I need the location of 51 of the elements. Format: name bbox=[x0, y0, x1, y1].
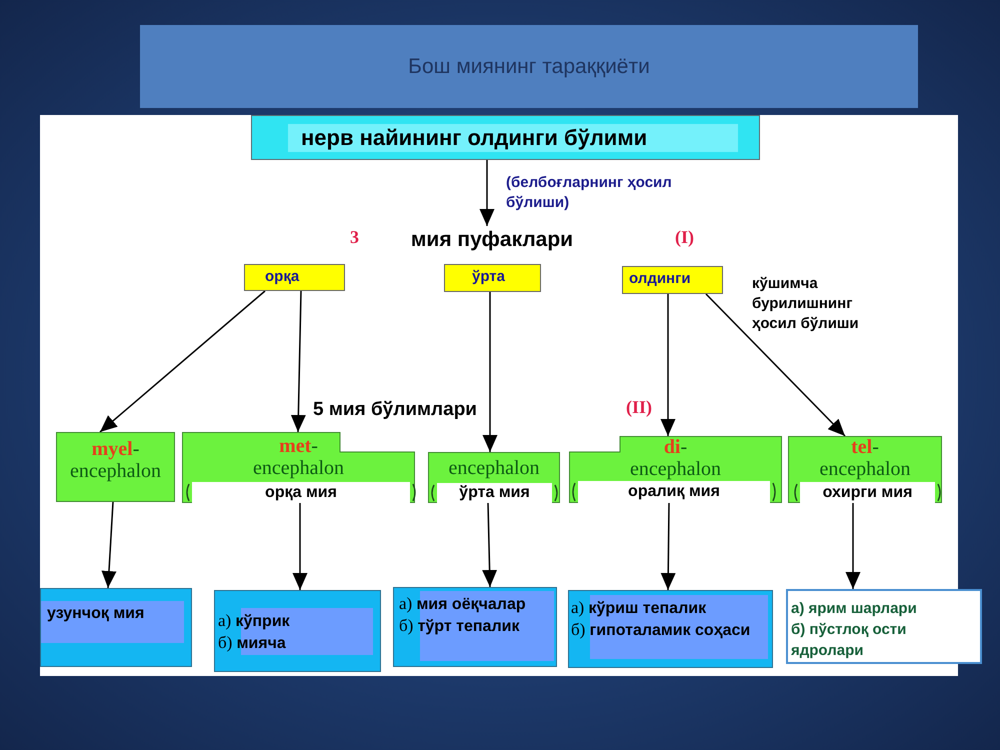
brain-division-box bbox=[428, 452, 560, 503]
list-item-text: б) мияча bbox=[218, 632, 286, 654]
list-item-text: б) пўстлоқ ости ядролари bbox=[791, 620, 908, 661]
structure-box bbox=[40, 588, 192, 667]
number-label: (I) bbox=[675, 227, 694, 248]
translation-label: оралиқ мия bbox=[627, 482, 721, 502]
arrow bbox=[660, 503, 676, 590]
arrow bbox=[482, 292, 498, 452]
number-label: 3 bbox=[350, 227, 359, 248]
vesicle-box bbox=[444, 264, 541, 292]
arrow bbox=[480, 160, 494, 226]
brain-division-box bbox=[56, 432, 175, 502]
brain-division-box bbox=[788, 436, 942, 503]
list-item-text: а) ярим шарлари bbox=[791, 599, 917, 619]
arrow bbox=[846, 503, 860, 589]
box-label: ўрта bbox=[472, 268, 505, 286]
structure-box bbox=[393, 587, 557, 667]
list-item-text: б) гипоталамик соҳаси bbox=[571, 619, 750, 641]
brain-division-box bbox=[182, 432, 415, 503]
box-label: нерв найининг олдинги бўлими bbox=[301, 124, 648, 152]
structure-box bbox=[786, 589, 982, 664]
structure-box bbox=[568, 590, 773, 668]
box-label: олдинги bbox=[629, 270, 691, 288]
term-label: di- encephalon bbox=[630, 436, 722, 480]
arrow bbox=[292, 503, 308, 590]
term-label: encephalon bbox=[448, 457, 540, 479]
arrow bbox=[482, 502, 498, 588]
translation-label: орқа мия bbox=[264, 483, 338, 503]
arrow bbox=[102, 502, 116, 588]
structure-box bbox=[214, 590, 381, 672]
arrow bbox=[290, 290, 306, 432]
box-label: узунчоқ мия bbox=[47, 604, 144, 624]
number-label: (II) bbox=[626, 397, 652, 418]
vesicle-box bbox=[622, 266, 723, 294]
list-item-text: а) мия оёқчалар bbox=[399, 593, 526, 615]
term-label: myel- encephalon bbox=[70, 438, 162, 482]
arrow bbox=[100, 290, 266, 433]
section-box bbox=[251, 115, 760, 160]
term-label: met- encephalon bbox=[252, 435, 344, 479]
term-label: tel- encephalon bbox=[819, 436, 911, 480]
title-text: Бош миянинг тараққиёти bbox=[408, 54, 650, 78]
list-item-text: а) кўприк bbox=[218, 610, 290, 632]
list-item-text: б) тўрт тепалик bbox=[399, 615, 520, 637]
arrow bbox=[660, 294, 676, 436]
translation-label: ўрта мия bbox=[458, 483, 531, 503]
translation-label: охирги мия bbox=[822, 483, 914, 503]
brain-division-box bbox=[569, 436, 782, 503]
arrow bbox=[705, 293, 846, 437]
list-item-text: а) кўриш тепалик bbox=[571, 597, 706, 619]
vesicle-box bbox=[244, 264, 345, 291]
box-label: орқа bbox=[265, 268, 300, 286]
